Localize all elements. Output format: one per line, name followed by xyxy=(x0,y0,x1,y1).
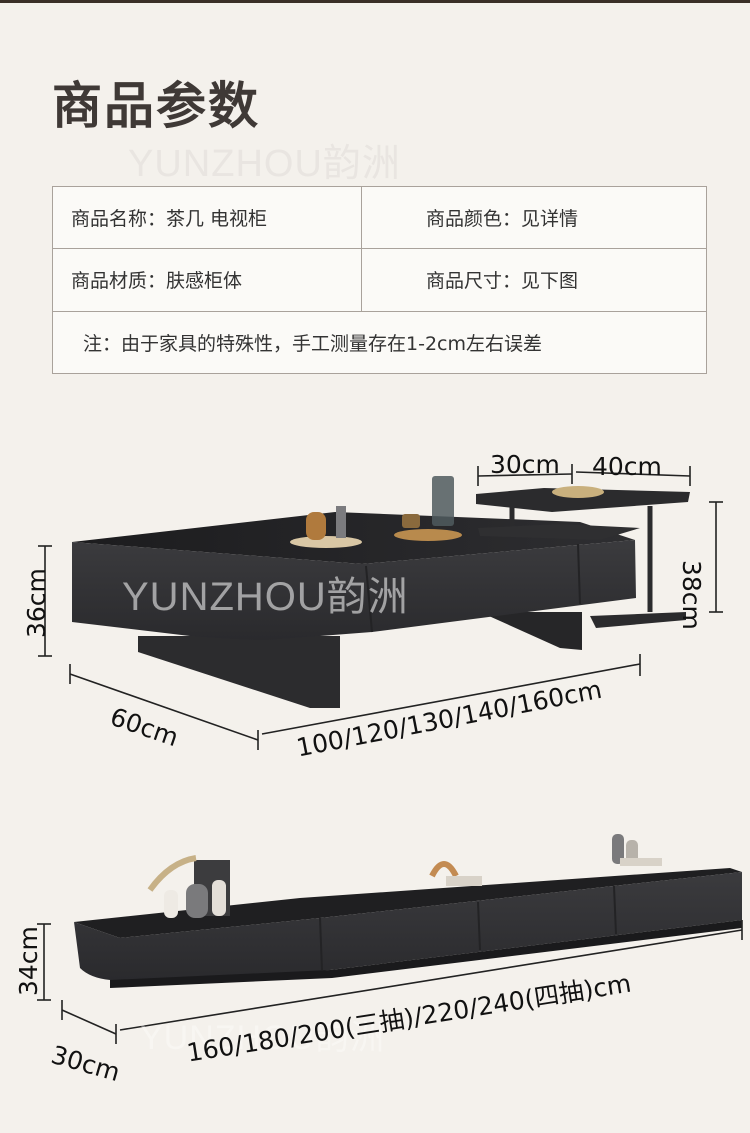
side-table-width-label: 40cm xyxy=(592,452,662,481)
tv-cabinet-image xyxy=(37,834,743,1044)
watermark-title: YUNZHOU韵洲 xyxy=(128,143,401,185)
spec-row-2: 商品材质：肤感柜体 商品尺寸：见下图 xyxy=(52,248,707,312)
page-title: 商品参数 xyxy=(52,77,260,135)
watermark-tv-cabinet: YUNZHOU韵洲 xyxy=(140,1019,386,1057)
spec-material: 商品材质：肤感柜体 xyxy=(52,248,362,312)
top-bar xyxy=(0,0,750,3)
spec-table: 商品名称：茶几 电视柜 商品颜色：见详情 商品材质：肤感柜体 商品尺寸：见下图 … xyxy=(52,185,707,375)
tv-cabinet-height-label: 34cm xyxy=(14,926,43,996)
spec-size: 商品尺寸：见下图 xyxy=(361,248,707,312)
side-table-height-label: 38cm xyxy=(677,560,706,630)
side-table-depth-label: 30cm xyxy=(490,450,560,479)
spec-row-3: 注：由于家具的特殊性，手工测量存在1-2cm左右误差 xyxy=(52,310,707,375)
coffee-table-image xyxy=(38,464,723,750)
spec-color: 商品颜色：见详情 xyxy=(361,185,707,250)
coffee-table-height-label: 36cm xyxy=(22,568,51,638)
watermark-coffee-table: YUNZHOU韵洲 xyxy=(122,575,409,619)
spec-note: 注：由于家具的特殊性，手工测量存在1-2cm左右误差 xyxy=(52,310,707,375)
